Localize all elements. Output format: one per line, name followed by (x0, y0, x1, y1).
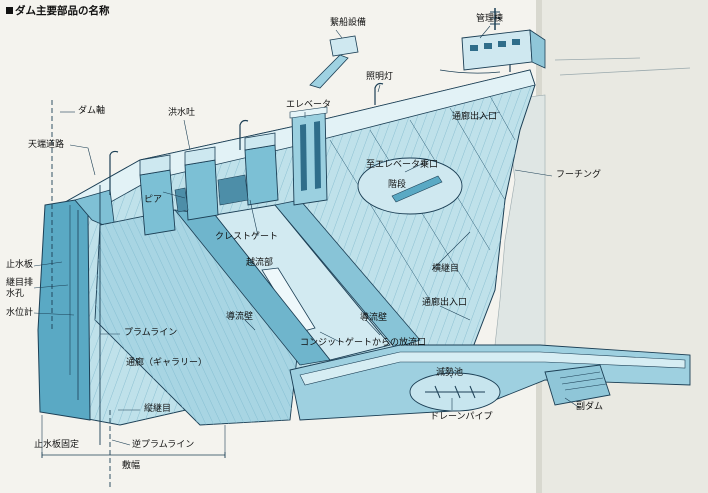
spillway-piers (139, 132, 279, 236)
label-spillway: 洪水吐 (168, 108, 196, 118)
label-stilling-basin: 減勢池 (436, 368, 464, 378)
label-admin-building: 管理棟 (476, 14, 504, 24)
training-wall-right (274, 199, 421, 349)
label-longitudinal-joint: 縦継目 (144, 404, 172, 414)
stair-cutaway (357, 157, 463, 215)
page-fold (538, 0, 708, 493)
diagram-title: ダム主要部品の名称 (6, 3, 110, 18)
label-waterstop-fixing: 止水板固定 (34, 440, 80, 450)
label-gallery-entrance-top: 通廊出入口 (452, 112, 498, 122)
label-crest-gate: クレストゲート (215, 232, 279, 242)
label-gallery-entrance-mid: 通廊出入口 (422, 298, 468, 308)
title-text: ダム主要部品の名称 (15, 5, 110, 17)
label-conduit-outlet: コンジットゲートからの放流口 (300, 338, 427, 348)
drain-pipe-lines (425, 385, 485, 399)
label-gallery: 通廊（ギャラリー） (126, 358, 208, 368)
mooring-shape (309, 35, 359, 89)
label-chute: 越流部 (246, 258, 274, 268)
label-sub-dam: 副ダム (576, 402, 604, 412)
label-waterstop: 止水板 (6, 260, 34, 270)
label-elevator-hall: 至エレベータ乗口 (366, 160, 439, 170)
stairs-shape (391, 175, 443, 203)
label-dam-axis: ダム軸 (78, 106, 106, 116)
label-inverted-plumb-line: 逆プラムライン (132, 440, 195, 450)
label-stairs: 階段 (388, 180, 407, 190)
label-lighting: 照明灯 (366, 72, 394, 82)
label-footing: フーチング (556, 170, 602, 180)
label-elevator: エレベータ (286, 100, 332, 110)
label-crest-road: 天端道路 (28, 140, 65, 150)
leader-lines (33, 25, 581, 446)
admin-building-shape (461, 8, 546, 71)
access-road (439, 69, 501, 74)
label-pier: ピア (144, 195, 163, 205)
sub-dam-steps (559, 371, 607, 391)
road-right (554, 57, 691, 76)
reference-lines (41, 100, 226, 490)
label-transverse-joint: 横継目 (432, 264, 460, 274)
label-training-wall-left: 導流壁 (226, 312, 254, 322)
label-plumb-line: プラムライン (124, 328, 178, 338)
label-water-gauge: 水位計 (6, 308, 34, 318)
upstream-section (37, 199, 91, 421)
label-dam-width: 敷幅 (122, 461, 141, 471)
title-square-icon (6, 7, 13, 14)
chute-left-hatch (95, 210, 300, 425)
elevator-tower (289, 106, 328, 206)
label-mooring: 繋船設備 (330, 18, 367, 28)
basin-wall-top (299, 351, 686, 386)
label-drain-pipe: ドレーンパイプ (430, 412, 493, 422)
label-joint-drain: 継目排水孔 (6, 278, 34, 299)
label-training-wall-right: 導流壁 (360, 313, 388, 323)
sub-dam (544, 364, 611, 406)
